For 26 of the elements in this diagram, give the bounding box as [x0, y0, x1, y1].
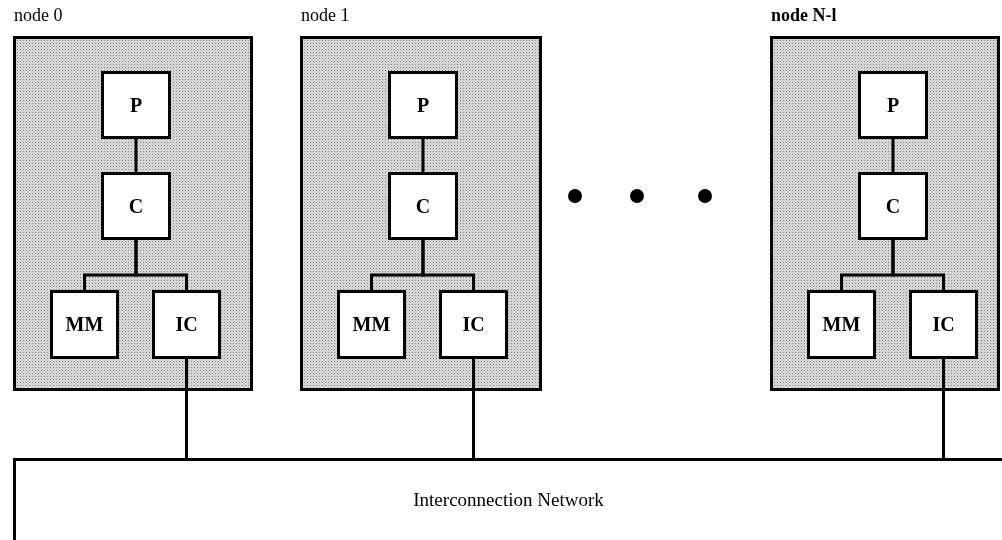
- component-box: C: [388, 172, 458, 240]
- node-heading: node N-l: [771, 5, 837, 26]
- network-box: [13, 458, 1002, 540]
- connector-line: [942, 359, 945, 460]
- connector-line: [185, 359, 188, 460]
- network-label: Interconnection Network: [412, 489, 605, 511]
- component-box: C: [858, 172, 928, 240]
- node-heading: node 1: [301, 5, 350, 26]
- connector-line: [134, 238, 188, 292]
- component-box: IC: [439, 290, 508, 359]
- component-box: IC: [152, 290, 221, 359]
- node-heading: node 0: [14, 5, 63, 26]
- connector-line: [472, 359, 475, 460]
- connector-line: [421, 139, 425, 174]
- connector-line: [421, 238, 475, 292]
- connector-line: [891, 139, 895, 174]
- component-box: IC: [909, 290, 978, 359]
- component-box: P: [101, 71, 171, 139]
- component-box: P: [858, 71, 928, 139]
- component-box: P: [388, 71, 458, 139]
- component-box: MM: [50, 290, 119, 359]
- connector-line: [134, 139, 138, 174]
- component-box: MM: [337, 290, 406, 359]
- component-box: C: [101, 172, 171, 240]
- connector-line: [891, 238, 945, 292]
- component-box: MM: [807, 290, 876, 359]
